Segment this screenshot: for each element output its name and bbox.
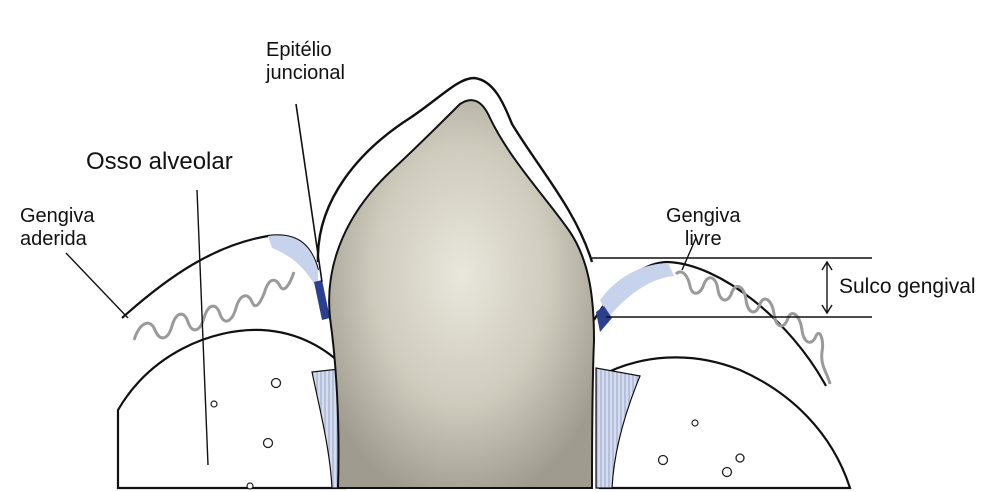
left-alveolar-bone <box>118 330 345 488</box>
bone-pore <box>264 439 273 448</box>
bone-pore <box>736 454 744 462</box>
label-epitelio-line2: juncional <box>266 62 345 85</box>
label-gengiva-livre-line2: livre <box>666 228 741 251</box>
label-epitelio-juncional: Epitélio juncional <box>266 39 345 85</box>
bone-pore <box>692 420 698 426</box>
bone-pore <box>723 468 732 477</box>
sulcus-depth-arrow <box>822 262 832 313</box>
label-gengiva-aderida-line2: aderida <box>20 228 95 251</box>
label-osso-alveolar: Osso alveolar <box>86 150 233 174</box>
label-gengiva-livre-line1: Gengiva <box>666 205 741 228</box>
label-sulco-gengival: Sulco gengival <box>839 276 976 297</box>
label-gengiva-aderida-line1: Gengiva <box>20 205 95 228</box>
bone-pore <box>247 483 253 489</box>
label-gengiva-aderida: Gengiva aderida <box>20 205 95 251</box>
leader-gengiva-aderida <box>66 253 128 318</box>
label-epitelio-line1: Epitélio <box>266 39 345 62</box>
bone-pore <box>659 456 668 465</box>
left-junctional-epithelium <box>314 280 330 320</box>
right-gingival-epithelium <box>600 263 674 318</box>
bone-pore <box>272 379 281 388</box>
bone-pore <box>211 401 217 407</box>
label-gengiva-livre: Gengiva livre <box>666 205 741 251</box>
